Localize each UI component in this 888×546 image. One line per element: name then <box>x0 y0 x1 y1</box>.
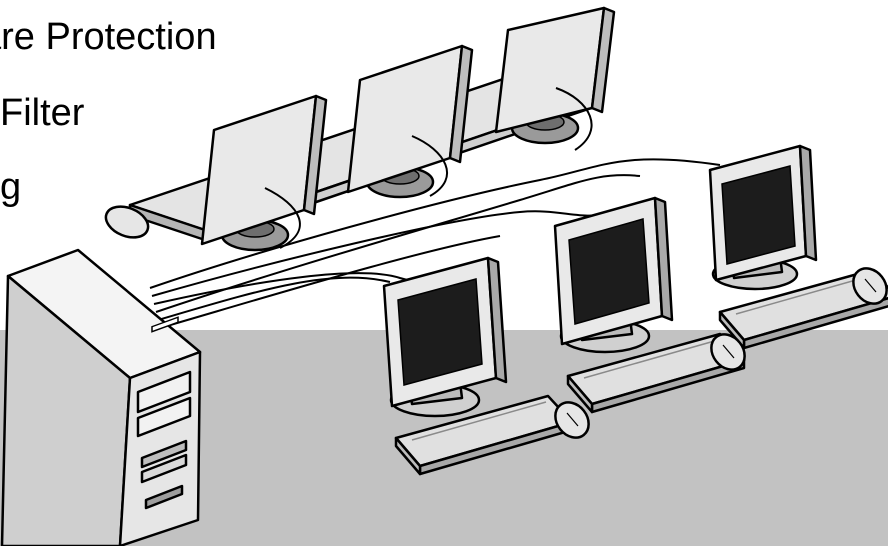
server-tower-icon <box>2 250 200 546</box>
bullet-truncated: g <box>0 168 21 206</box>
bullet-hardware-protection: are Protection <box>0 18 217 56</box>
monitor-icon <box>555 198 672 352</box>
bullet-filter: Filter <box>0 94 84 132</box>
monitor-icon <box>710 146 816 289</box>
